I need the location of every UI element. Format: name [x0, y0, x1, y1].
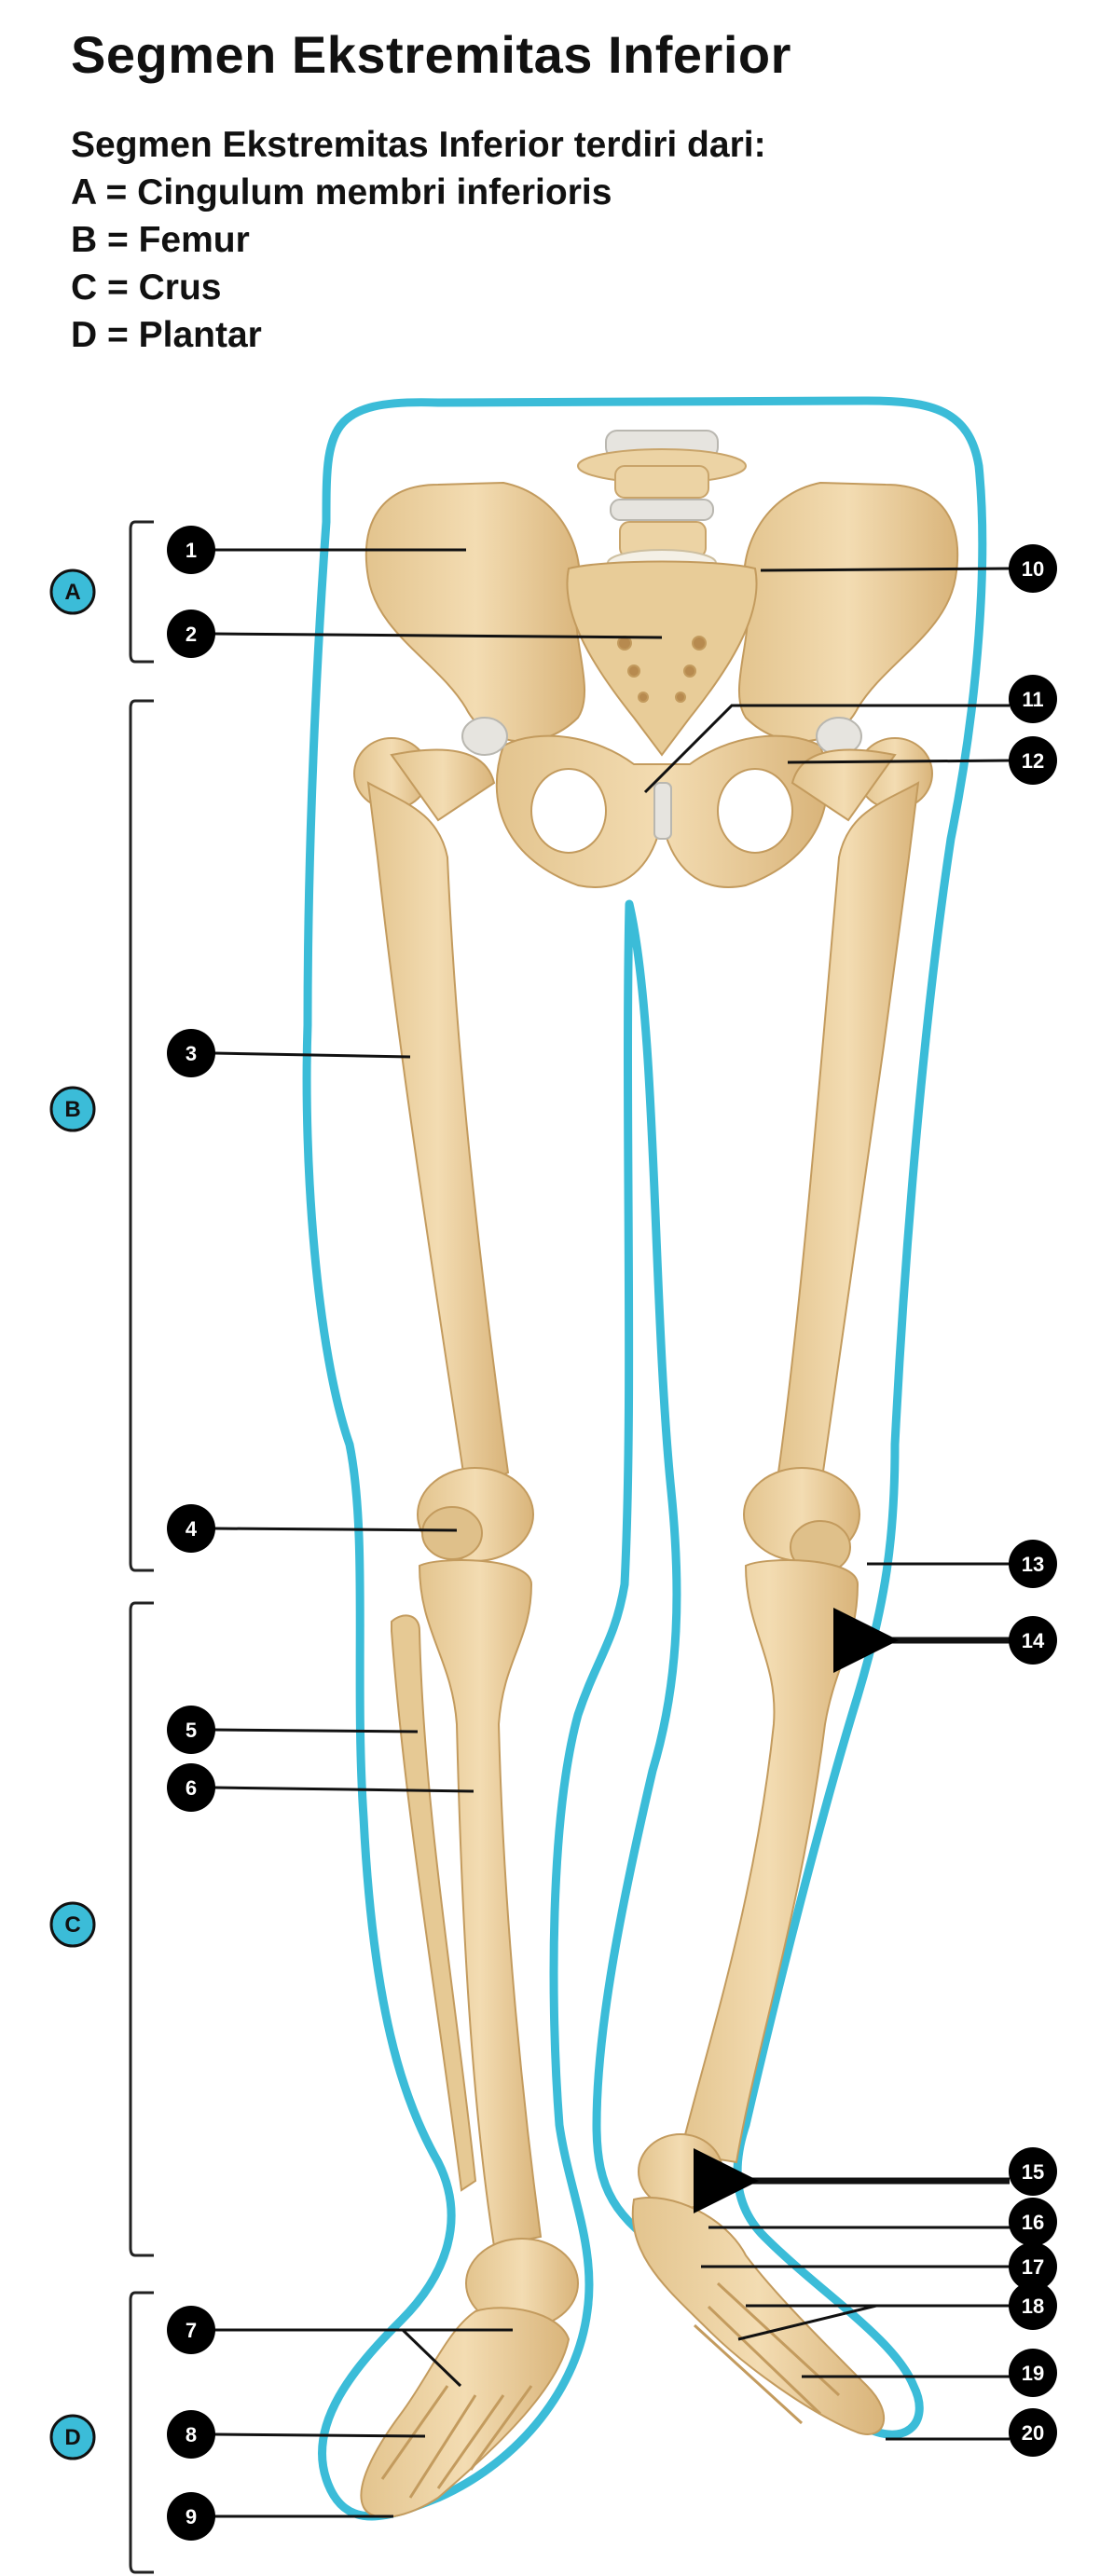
- lumbar-vertebrae: [577, 430, 747, 577]
- label-marker-4: 4: [167, 1504, 215, 1553]
- label-number: 5: [186, 1719, 197, 1742]
- leader-line-4: [213, 1527, 458, 1532]
- label-marker-3: 3: [167, 1029, 215, 1077]
- label-number: 13: [1022, 1553, 1044, 1576]
- left-femur: [353, 737, 534, 1562]
- label-number: 8: [186, 2423, 197, 2446]
- leader-line-18: [737, 2304, 1010, 2341]
- intro-heading: Segmen Ekstremitas Inferior terdiri dari…: [71, 125, 766, 165]
- leader-line-8: [213, 2432, 426, 2438]
- leader-line-7: [214, 2328, 513, 2388]
- label-number: 10: [1022, 557, 1044, 581]
- segment-badge-a: A: [49, 569, 96, 615]
- label-marker-7: 7: [167, 2306, 215, 2354]
- label-marker-5: 5: [167, 1706, 215, 1754]
- label-marker-14: 14: [1009, 1616, 1057, 1665]
- label-number: 18: [1022, 2295, 1044, 2318]
- label-marker-12: 12: [1009, 736, 1057, 785]
- bracket-b: [129, 699, 154, 1572]
- bracket-a: [129, 520, 154, 664]
- label-number: 17: [1022, 2255, 1044, 2279]
- segment-badge-c: C: [49, 1901, 96, 1948]
- label-marker-17: 17: [1009, 2242, 1057, 2291]
- leader-line-6: [213, 1786, 474, 1793]
- intro-item-a: A = Cingulum membri inferioris: [71, 172, 612, 212]
- label-number: 2: [186, 623, 197, 646]
- label-number: 3: [186, 1042, 197, 1065]
- label-number: 12: [1022, 749, 1044, 773]
- label-number: 15: [1022, 2160, 1044, 2184]
- segment-badge-d: D: [49, 2414, 96, 2460]
- left-foot: [360, 2307, 571, 2518]
- leader-line-2: [213, 632, 663, 639]
- segment-letter: C: [64, 1912, 80, 1938]
- intro-item-d: D = Plantar: [71, 315, 262, 355]
- label-marker-11: 11: [1009, 675, 1057, 723]
- leader-line-3: [213, 1051, 411, 1059]
- label-number: 6: [186, 1776, 197, 1800]
- label-number: 4: [186, 1517, 198, 1541]
- label-number: 9: [186, 2505, 197, 2528]
- segment-badges: A B C D: [49, 569, 96, 2460]
- leader-line-5: [213, 1728, 419, 1733]
- segment-badge-b: B: [49, 1086, 96, 1132]
- segment-letter: A: [64, 580, 80, 605]
- label-marker-15: 15: [1009, 2147, 1057, 2196]
- label-number: 20: [1022, 2421, 1044, 2445]
- leader-line-10: [760, 567, 1011, 572]
- leader-lines: [213, 548, 1011, 2518]
- label-marker-8: 8: [167, 2410, 215, 2459]
- intro-item-c: C = Crus: [71, 267, 222, 308]
- label-number: 16: [1022, 2211, 1044, 2234]
- label-number: 14: [1022, 1629, 1045, 1652]
- left-lower-leg: [391, 1559, 579, 2329]
- label-marker-13: 13: [1009, 1540, 1057, 1588]
- label-number: 7: [186, 2319, 197, 2342]
- skeleton-illustration: [353, 430, 959, 2518]
- segment-brackets: [129, 520, 154, 2574]
- intro-item-b: B = Femur: [71, 220, 250, 260]
- body-outline: [302, 396, 987, 2521]
- label-number: 11: [1022, 688, 1043, 711]
- segment-letter: D: [64, 2425, 80, 2450]
- leader-line-12: [787, 759, 1011, 764]
- label-marker-1: 1: [167, 526, 215, 574]
- right-femur: [743, 737, 933, 1574]
- label-marker-2: 2: [167, 610, 215, 658]
- label-marker-16: 16: [1009, 2198, 1057, 2246]
- label-marker-20: 20: [1009, 2408, 1057, 2457]
- label-marker-19: 19: [1009, 2349, 1057, 2397]
- label-number: 1: [186, 539, 197, 562]
- label-marker-18: 18: [1009, 2281, 1057, 2330]
- label-marker-10: 10: [1009, 544, 1057, 593]
- pelvis: [364, 481, 959, 888]
- bracket-d: [129, 2291, 154, 2574]
- intro-text: Segmen Ekstremitas Inferior terdiri dari…: [71, 121, 766, 359]
- page-title: Segmen Ekstremitas Inferior: [71, 25, 791, 84]
- label-marker-9: 9: [167, 2492, 215, 2541]
- label-marker-6: 6: [167, 1763, 215, 1812]
- bracket-c: [129, 1601, 154, 2257]
- segment-letter: B: [64, 1097, 80, 1122]
- label-number: 19: [1022, 2362, 1044, 2385]
- leader-line-11: [643, 704, 1010, 794]
